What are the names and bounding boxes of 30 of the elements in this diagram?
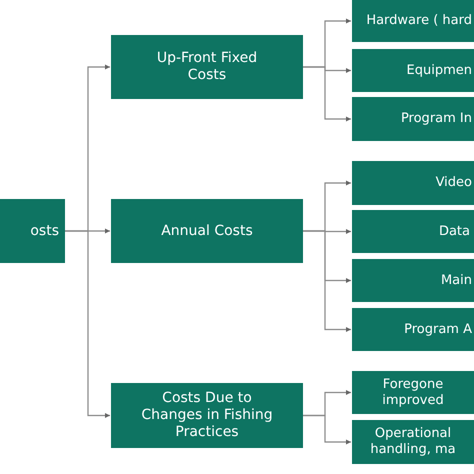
cost-box bbox=[352, 308, 474, 351]
box-label: osts bbox=[30, 222, 59, 240]
box-label: Costs Due to Changes in Fishing Practices bbox=[140, 390, 274, 441]
cost-box bbox=[352, 0, 474, 42]
box-label: Data bbox=[438, 224, 470, 240]
cost-box bbox=[111, 383, 303, 448]
cost-box bbox=[0, 199, 65, 263]
box-label: Equipmen bbox=[406, 62, 472, 78]
cost-box bbox=[352, 259, 474, 302]
box-label: Operational handling, ma bbox=[369, 426, 457, 458]
box-label: Hardware ( hard bbox=[366, 13, 472, 29]
connector-arrow bbox=[303, 66, 351, 122]
box-label: Main bbox=[440, 272, 472, 288]
cost-box bbox=[352, 210, 474, 253]
cost-box bbox=[352, 371, 474, 414]
cost-box bbox=[352, 97, 474, 141]
connector-arrow bbox=[303, 414, 351, 444]
cost-box bbox=[352, 49, 474, 92]
cost-box bbox=[352, 161, 474, 205]
box-label: Program In bbox=[400, 111, 472, 127]
connector-arrow bbox=[303, 230, 351, 332]
box-label: Video bbox=[436, 175, 472, 191]
cost-box bbox=[111, 199, 303, 263]
box-label: Up-Front Fixed Costs bbox=[156, 50, 258, 84]
box-label: Program A bbox=[404, 322, 472, 338]
cost-box bbox=[352, 420, 474, 464]
connector-arrow bbox=[65, 230, 110, 418]
box-label: Annual Costs bbox=[161, 222, 253, 240]
cost-box bbox=[111, 35, 303, 99]
box-label: Foregone improved bbox=[381, 376, 445, 408]
